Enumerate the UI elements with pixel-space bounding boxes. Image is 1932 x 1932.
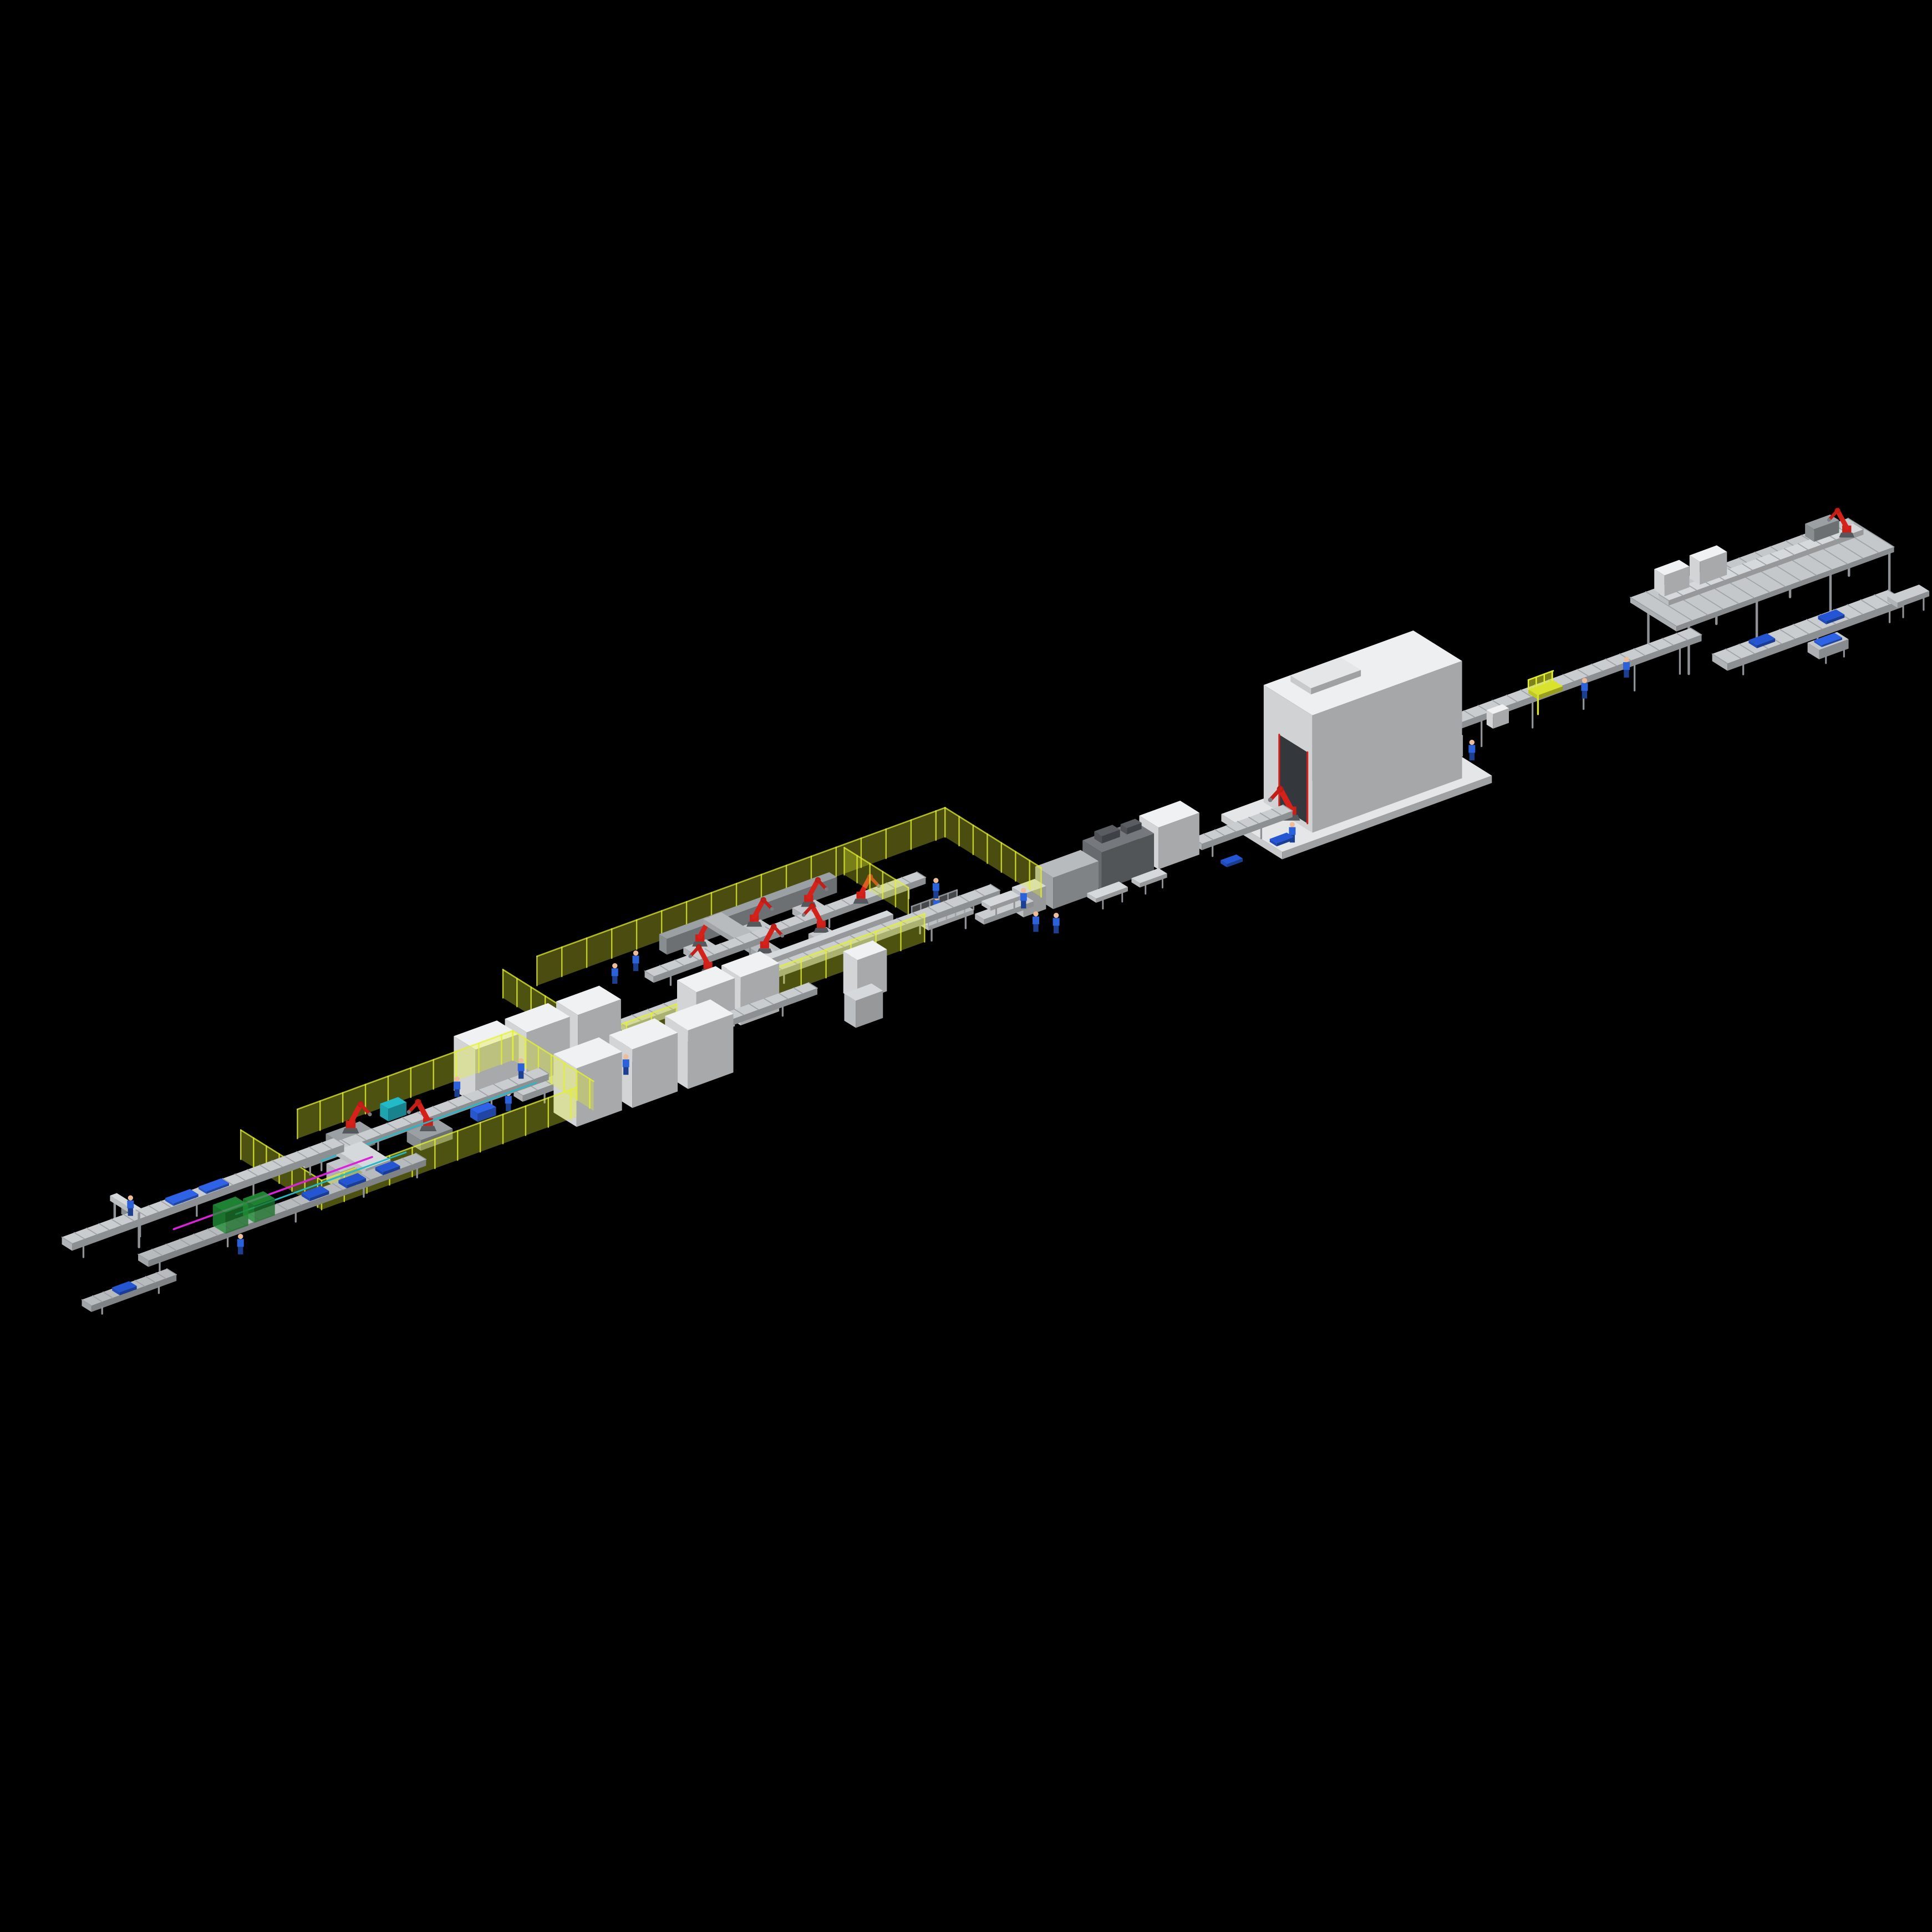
access-platform <box>1528 680 1563 700</box>
table-legs <box>1102 878 1163 910</box>
safety-fence-right <box>944 807 1042 898</box>
operator <box>1468 740 1476 761</box>
control-box <box>1486 704 1509 729</box>
product-panel <box>199 1178 230 1194</box>
operator <box>932 878 939 899</box>
machine-cabinet-small <box>844 983 883 1028</box>
safety-fence-divider <box>843 847 909 916</box>
pallet-tray <box>1748 633 1776 648</box>
operator <box>632 950 639 972</box>
elevated-conveyor <box>1435 628 1702 734</box>
pallet-tray <box>1269 832 1294 847</box>
conveyor-legs <box>1211 827 1263 857</box>
operator <box>611 963 618 984</box>
platform-legs <box>931 914 967 942</box>
end-table <box>1887 584 1930 608</box>
palletizing-robot <box>1827 507 1855 538</box>
operator <box>1032 911 1039 932</box>
work-table <box>1131 868 1167 888</box>
operator <box>1053 913 1060 934</box>
operator <box>1020 888 1027 909</box>
conveyor-legs <box>101 1285 160 1315</box>
pallet-tray <box>1221 854 1243 868</box>
handling-robot <box>342 1101 372 1134</box>
water-bath-liquid <box>1814 633 1843 647</box>
conveyor-legs <box>82 1163 311 1258</box>
pallet-tray <box>112 1281 137 1295</box>
cabinet-roof-unit <box>1120 818 1142 835</box>
deck-cabinet <box>1654 560 1690 597</box>
storage-rack-green <box>212 1196 248 1234</box>
cabinet-roof-unit <box>1094 825 1120 844</box>
operator <box>517 1058 525 1079</box>
deck-cabinet <box>1689 545 1727 585</box>
operator <box>1623 657 1630 678</box>
platform-railing <box>1527 670 1554 690</box>
operator-panel <box>470 1102 496 1122</box>
assembly-robot <box>801 903 830 933</box>
assembly-robot <box>746 897 774 927</box>
line-marking-magenta <box>172 1156 373 1231</box>
pallet-tray <box>375 1161 400 1176</box>
operator <box>1581 678 1588 699</box>
pallet-tray <box>301 1186 329 1202</box>
handling-robot <box>406 1099 437 1131</box>
operator <box>454 1076 461 1097</box>
operator <box>622 1054 629 1075</box>
pallet-tray <box>338 1173 367 1189</box>
operator <box>237 1234 244 1255</box>
product-panel <box>165 1189 199 1206</box>
machine-teal <box>380 1097 407 1122</box>
operator <box>127 1195 134 1216</box>
bath-legs <box>1825 649 1845 664</box>
storage-rack-green <box>243 1191 275 1223</box>
safety-fence-back <box>536 807 946 987</box>
assembly-robot <box>853 874 881 904</box>
chamber-infeed-rollers <box>1192 804 1293 845</box>
pallet-tray <box>1818 609 1845 624</box>
work-table <box>981 890 1020 911</box>
work-table <box>1087 881 1128 903</box>
safety-fence-right <box>512 1030 594 1111</box>
conveyor-legs <box>159 1168 418 1273</box>
chamber-roof-unit <box>1290 657 1361 695</box>
table-legs <box>995 901 1015 918</box>
table-legs <box>1902 597 1925 618</box>
